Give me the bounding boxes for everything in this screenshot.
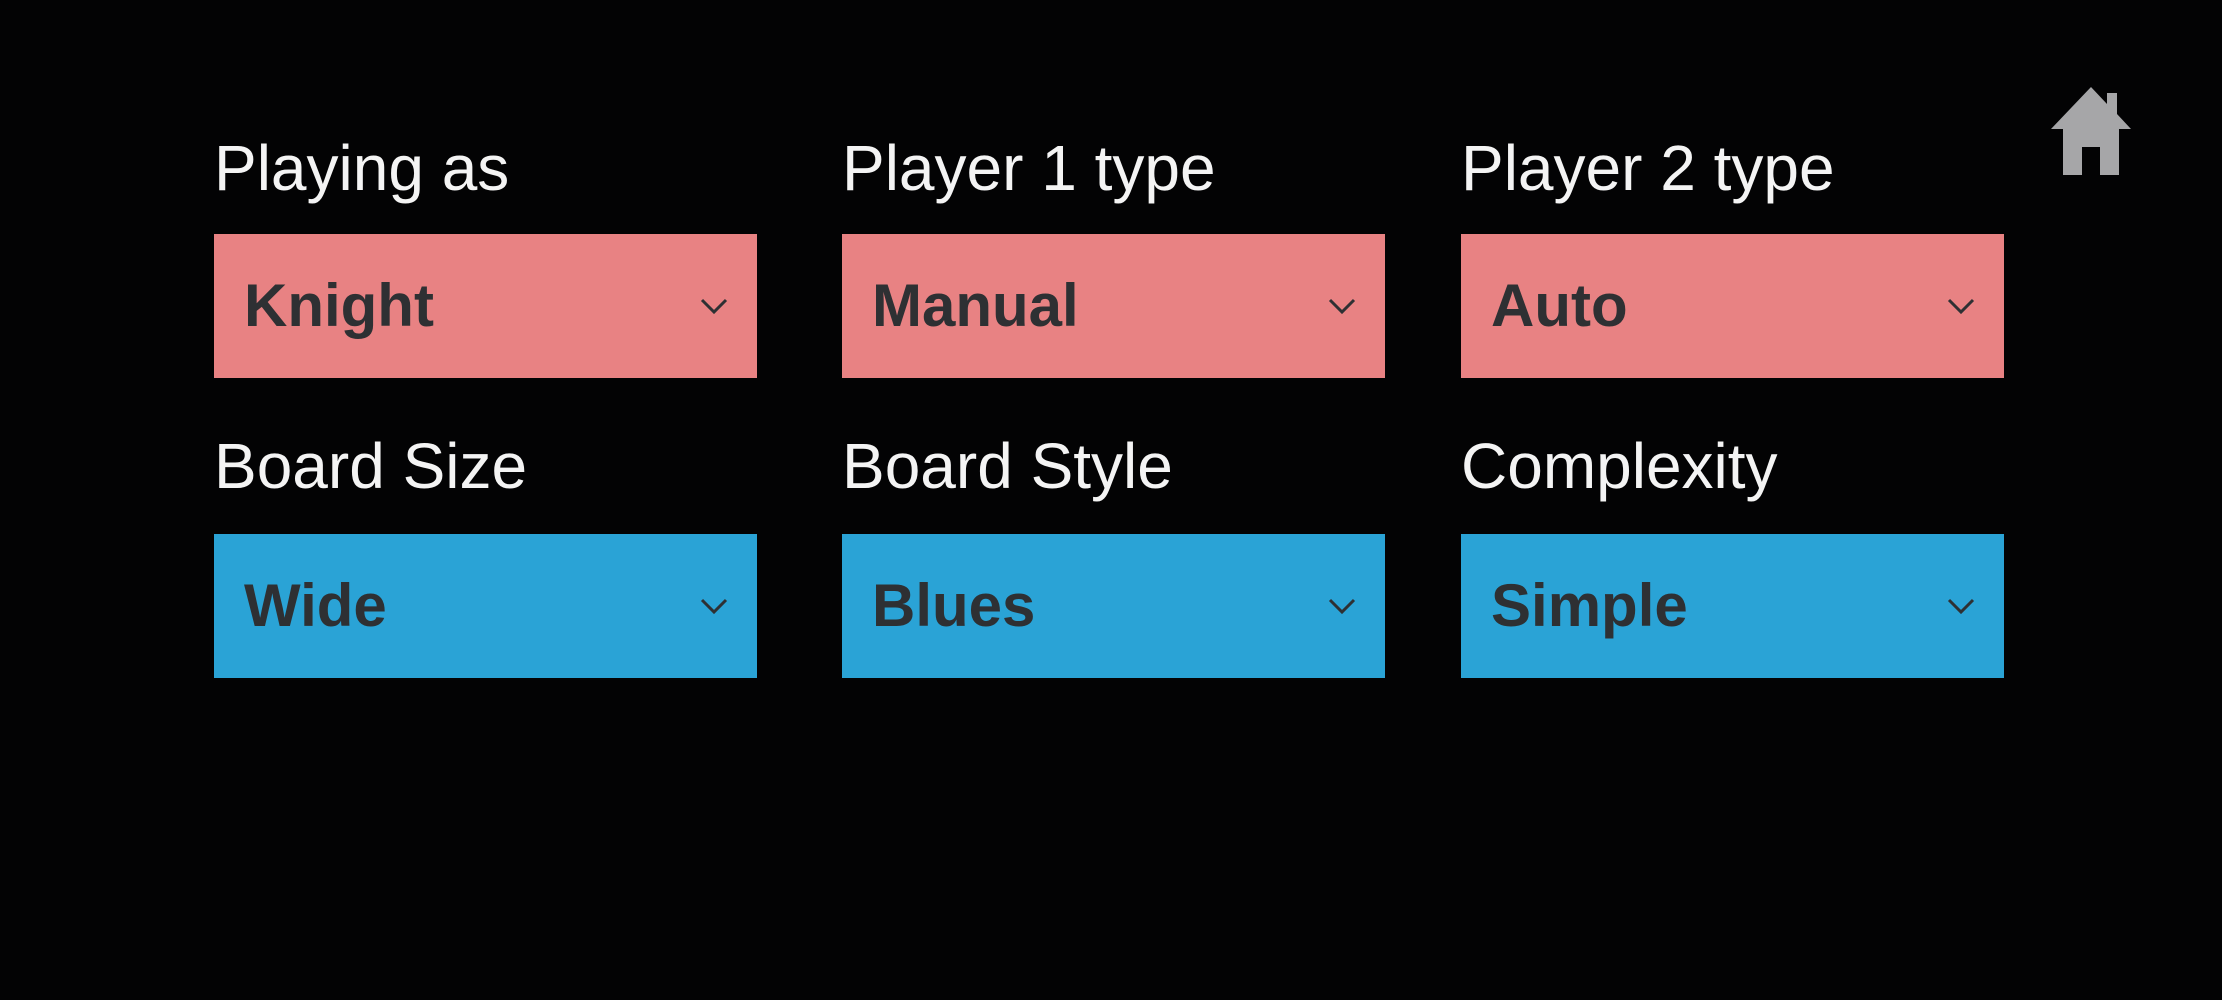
chevron-down-icon (1947, 298, 1975, 315)
complexity-dropdown[interactable]: Simple (1461, 534, 2004, 678)
board-style-dropdown[interactable]: Blues (842, 534, 1385, 678)
chevron-down-icon (1947, 598, 1975, 615)
home-icon (2051, 87, 2131, 175)
board-size-label: Board Size (214, 430, 528, 502)
playing-as-dropdown[interactable]: Knight (214, 234, 757, 378)
home-button[interactable] (2045, 85, 2137, 177)
complexity-label: Complexity (1461, 430, 1778, 502)
chevron-down-icon (700, 598, 728, 615)
chevron-down-icon (1328, 598, 1356, 615)
board-style-label: Board Style (842, 430, 1173, 502)
chevron-down-icon (700, 298, 728, 315)
player1-type-dropdown[interactable]: Manual (842, 234, 1385, 378)
board-style-value: Blues (872, 572, 1036, 639)
player1-type-value: Manual (872, 272, 1079, 339)
board-size-value: Wide (244, 572, 387, 639)
player2-type-dropdown[interactable]: Auto (1461, 234, 2004, 378)
playing-as-value: Knight (244, 272, 434, 339)
player2-type-value: Auto (1491, 272, 1628, 339)
player1-type-label: Player 1 type (842, 132, 1216, 204)
complexity-value: Simple (1491, 572, 1688, 639)
player2-type-label: Player 2 type (1461, 132, 1835, 204)
chevron-down-icon (1328, 298, 1356, 315)
board-size-dropdown[interactable]: Wide (214, 534, 757, 678)
playing-as-label: Playing as (214, 132, 510, 204)
